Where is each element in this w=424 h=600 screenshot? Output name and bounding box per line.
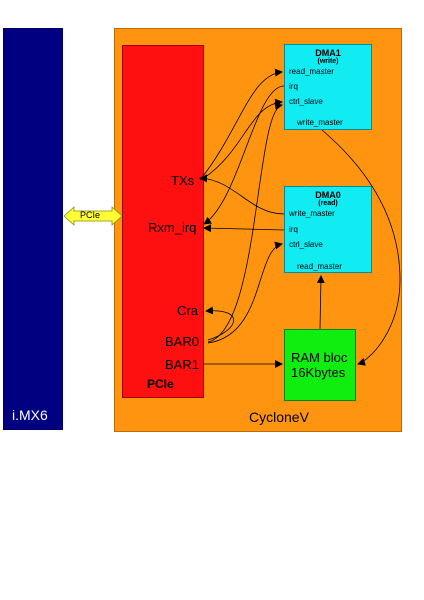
pcie-link-arrow [63, 206, 123, 226]
dma0-ctrl-slave: ctrl_slave [289, 240, 323, 249]
port-bar0: BAR0 [165, 334, 199, 349]
dma1-write-master: write_master [297, 118, 343, 127]
wire-txs-to-dma1-ctrl-slave [203, 98, 283, 179]
ram-block: RAM bloc 16Kbytes [284, 329, 356, 401]
pcie-link-label: PCIe [80, 210, 101, 220]
dma1-ctrl-slave: ctrl_slave [289, 97, 323, 106]
dma0-block: DMA0 (read) write_master irq ctrl_slave … [284, 186, 372, 273]
wire-bar0-to-dma1-ctrl-slave [207, 102, 283, 343]
ram-label-line2: 16Kbytes [291, 365, 346, 380]
wire-dma1-write-master-to-ram [321, 129, 401, 366]
imx6-label: i.MX6 [12, 407, 48, 423]
dma0-mode: (read) [318, 200, 338, 207]
dma0-title: DMA0 [315, 190, 341, 200]
dma1-mode: (write) [317, 58, 339, 65]
ram-label-line1: RAM bloc [291, 350, 348, 365]
wire-ram-to-dma0-read-master [316, 275, 325, 330]
cyclonev-label: CycloneV [249, 409, 309, 425]
pcie-block: TXs Rxm_irq Cra BAR0 BAR1 PCIe [122, 45, 204, 398]
dma0-irq: irq [289, 225, 298, 234]
dma1-read-master: read_master [289, 67, 334, 76]
wire-dma1-irq-to-rxm-irq [203, 85, 285, 225]
wire-dma0-irq-to-rxm-irq [203, 224, 285, 233]
wire-txs-to-dma1-read-master [199, 68, 283, 181]
wire-bar0-to-cra [205, 306, 235, 341]
dma0-write-master: write_master [289, 209, 335, 218]
port-bar1: BAR1 [165, 357, 199, 372]
port-rxm-irq: Rxm_irq [148, 220, 197, 235]
wire-dma0-write-master-to-txs [199, 174, 285, 215]
pcie-block-label: PCIe [147, 377, 174, 391]
wire-bar0-to-dma0-ctrl-slave [207, 241, 283, 344]
port-txs: TXs [171, 173, 195, 188]
port-cra: Cra [177, 303, 198, 318]
dma1-title: DMA1 [315, 48, 341, 58]
dma1-irq: irq [289, 82, 298, 91]
imx6-block: i.MX6 [3, 28, 63, 430]
dma1-block: DMA1 (write) read_master irq ctrl_slave … [284, 44, 372, 130]
dma0-read-master: read_master [297, 262, 342, 271]
